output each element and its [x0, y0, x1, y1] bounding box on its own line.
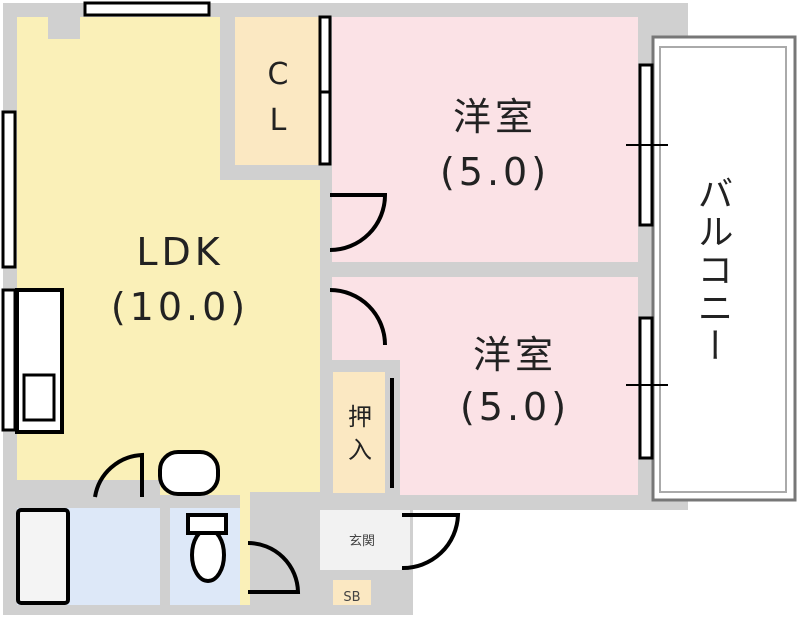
bathtub	[16, 508, 70, 605]
toilet-tank-icon	[186, 513, 228, 535]
balcony-rail	[659, 46, 787, 493]
room-entrance	[320, 510, 410, 570]
oshiire-label-1: 押	[348, 403, 372, 431]
balcony	[651, 35, 797, 502]
bedroom-2-label: 洋室	[473, 333, 557, 377]
door-toilet[interactable]	[247, 541, 301, 594]
door-bedroom-2[interactable]	[329, 288, 387, 346]
room-closet	[235, 17, 319, 165]
shoebox	[333, 580, 371, 605]
oshiire-label-2: 入	[348, 436, 372, 464]
closet-door-2[interactable]	[318, 90, 332, 166]
room-bedroom-1	[332, 17, 638, 262]
door-bedroom-1[interactable]	[329, 193, 388, 252]
room-oshiire	[333, 372, 385, 493]
entrance-label: 玄関	[349, 534, 375, 549]
room-bedroom-2	[332, 277, 638, 495]
washbasin-icon	[158, 450, 220, 496]
closet-label-l: L	[270, 103, 287, 138]
toilet-icon	[190, 527, 226, 583]
balcony-label: バルコニー	[692, 175, 733, 365]
bedroom-2-size: (5.0)	[460, 385, 570, 429]
ldk-label: LDK	[136, 230, 223, 274]
bedroom-1-size: (5.0)	[440, 150, 550, 194]
window-top[interactable]	[83, 1, 211, 17]
room-ldk	[17, 17, 320, 605]
bedroom-1-label: 洋室	[453, 95, 537, 139]
shoebox-label: SB	[343, 590, 360, 605]
window-bedroom-2[interactable]	[638, 316, 654, 460]
door-bathroom[interactable]	[93, 452, 144, 498]
ldk-size: (10.0)	[111, 285, 249, 329]
pillar	[48, 17, 80, 39]
window-left[interactable]	[1, 110, 17, 269]
kitchen-sink-icon	[22, 373, 56, 422]
closet-label-c: C	[268, 57, 289, 92]
window-kitchen[interactable]	[1, 288, 17, 432]
closet-door-1[interactable]	[318, 15, 332, 94]
door-entrance[interactable]	[401, 513, 461, 571]
